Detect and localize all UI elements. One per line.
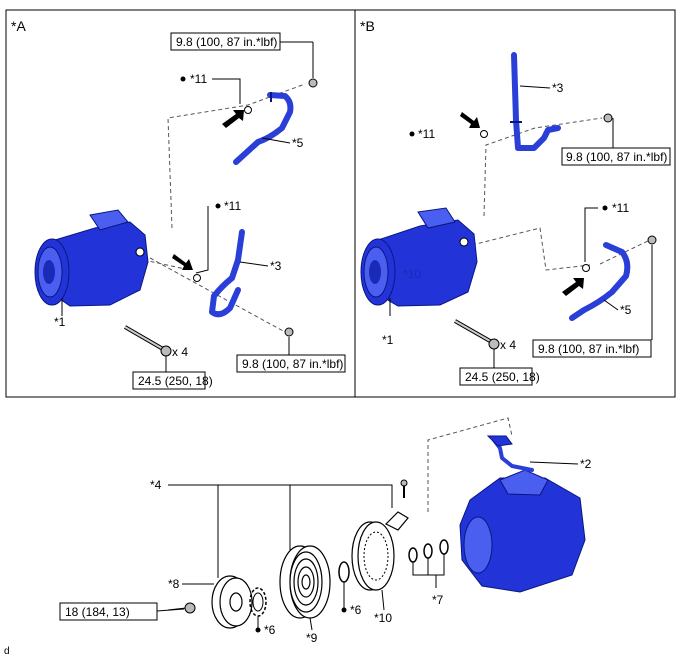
label-compressor-b: *1 xyxy=(382,333,394,347)
hose-3-b xyxy=(511,52,561,151)
footer-code: d xyxy=(4,646,10,657)
label-part-6a: *6 xyxy=(264,623,276,637)
label-inner-b: *10 xyxy=(403,267,421,281)
torque-hose-b-top: 9.8 (100, 87 in.*lbf) xyxy=(566,150,667,164)
panel-a-tag: *A xyxy=(11,18,26,34)
torque-bolt-b: 24.5 (250, 18) xyxy=(465,370,540,384)
compressor-b xyxy=(360,207,478,307)
hose-5-a xyxy=(233,92,294,165)
part-6b-ring xyxy=(338,561,350,583)
arrow-b-mid xyxy=(562,278,584,296)
label-hose3-b: *3 xyxy=(552,81,564,95)
torque-hose-a-bottom: 9.8 (100, 87 in.*lbf) xyxy=(242,357,343,371)
part-8-hub xyxy=(211,575,253,629)
torque-hose-b-bottom: 9.8 (100, 87 in.*lbf) xyxy=(538,342,639,356)
label-part-4: *4 xyxy=(150,478,162,492)
o-ring-a-mid xyxy=(193,274,201,282)
arrow-a-top xyxy=(222,110,244,128)
label-o-ring-a-top: *11 xyxy=(190,72,207,86)
label-hose3-a: *3 xyxy=(270,259,282,273)
arrow-b-top xyxy=(460,112,480,128)
bolt-b xyxy=(488,338,500,350)
torque-nut: 18 (184, 13) xyxy=(65,605,130,619)
o-ring-a-top xyxy=(244,106,252,114)
bolt-qty-a: x 4 xyxy=(172,345,188,359)
label-part-7: *7 xyxy=(432,593,444,607)
hose-bolt-a-top xyxy=(308,78,318,88)
label-o-ring-b-mid: *11 xyxy=(612,201,629,215)
hose-5-b xyxy=(569,242,631,321)
label-hose5-b: *5 xyxy=(620,303,632,317)
compressor-bottom xyxy=(459,469,586,593)
label-part-6b: *6 xyxy=(350,603,362,617)
compressor-a xyxy=(34,209,149,307)
label-hose5-a: *5 xyxy=(292,136,304,150)
panel-b-tag: *B xyxy=(360,18,375,34)
bolt-qty-b: x 4 xyxy=(500,338,516,352)
label-part-2: *2 xyxy=(580,457,592,471)
hose-bolt-b-top xyxy=(603,113,613,123)
bolt-a xyxy=(160,345,172,357)
label-part-10: *10 xyxy=(374,611,392,625)
label-part-8: *8 xyxy=(168,577,180,591)
label-compressor-a: *1 xyxy=(54,315,66,329)
nut xyxy=(184,602,196,614)
label-o-ring-a-mid: *11 xyxy=(224,199,241,213)
o-ring-b-mid xyxy=(582,264,590,272)
panel-a-frame xyxy=(5,9,356,398)
label-o-ring-b-top: *11 xyxy=(418,127,435,141)
hose-bolt-b-bottom xyxy=(647,235,657,245)
hose-3-a xyxy=(209,229,245,318)
part-10-field-coil xyxy=(351,511,409,591)
torque-hose-a-top: 9.8 (100, 87 in.*lbf) xyxy=(176,35,277,49)
label-part-9: *9 xyxy=(306,631,318,645)
part-9-pulley xyxy=(279,545,331,619)
panel-b-frame xyxy=(354,9,676,398)
hose-bolt-a-bottom xyxy=(284,327,294,337)
o-ring-b-top xyxy=(480,130,488,138)
torque-bolt-a: 24.5 (250, 18) xyxy=(138,374,213,388)
arrow-a-mid xyxy=(172,254,193,270)
